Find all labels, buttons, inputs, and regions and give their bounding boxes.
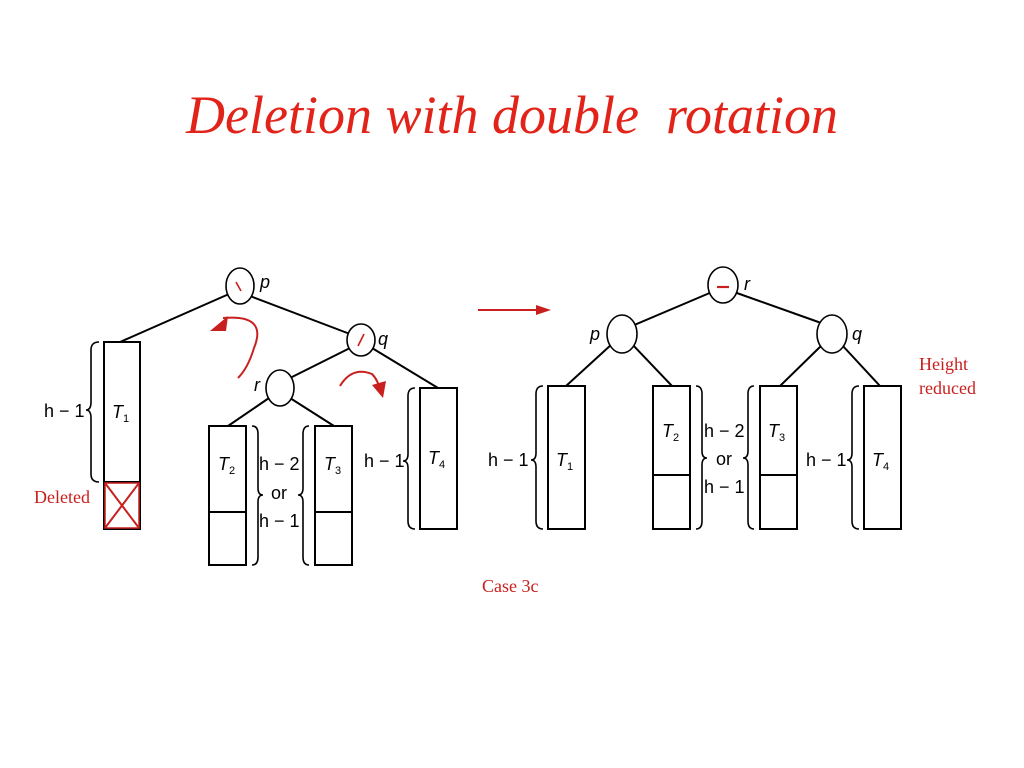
svg-text:T1: T1	[556, 450, 573, 473]
t4-height: h − 1	[364, 451, 405, 471]
edge-q-t3	[779, 344, 823, 387]
height-brace	[85, 341, 100, 483]
node-p-label: p	[589, 324, 600, 344]
edge-p-t2	[631, 343, 673, 387]
rotation-arrow-right	[339, 370, 386, 398]
t1-height: h − 1	[488, 450, 529, 470]
edge-p-t1	[565, 343, 613, 387]
t23-height-or: or	[716, 449, 732, 469]
edge-r-p	[631, 291, 713, 327]
edge-r-q	[733, 291, 825, 325]
node-q: q	[346, 323, 388, 357]
svg-text:T4: T4	[428, 448, 445, 471]
edge-p-t1	[119, 293, 230, 343]
svg-text:T2: T2	[218, 454, 235, 477]
t3-height-brace	[297, 425, 310, 566]
subtree-t1: T1 h − 1	[488, 385, 586, 530]
t1-label: T	[112, 402, 125, 422]
edge-r-t3	[289, 397, 335, 427]
svg-text:T1: T1	[112, 402, 129, 425]
subtree-t3: T3	[314, 425, 353, 566]
node-p: p	[589, 314, 638, 354]
t4-label: T	[872, 450, 885, 470]
t23-height-bottom: h − 1	[259, 511, 300, 531]
node-q-label: q	[378, 329, 388, 349]
t4-label: T	[428, 448, 441, 468]
subtree-t2: T2	[208, 425, 247, 566]
node-p-label: p	[259, 272, 270, 292]
node-q: q	[816, 314, 862, 354]
node-r: r	[707, 266, 751, 304]
height-reduced-line2: reduced	[919, 378, 976, 398]
svg-text:T2: T2	[662, 421, 679, 444]
t2-label: T	[218, 454, 231, 474]
t2-label: T	[662, 421, 675, 441]
deleted-label: Deleted	[34, 487, 90, 507]
svg-text:T3: T3	[768, 421, 785, 444]
edge-r-t2	[227, 397, 270, 427]
height-brace	[695, 385, 708, 530]
before-tree: p q r T1 h − 1 Deleted T2	[34, 267, 458, 566]
t23-height-top: h − 2	[704, 421, 745, 441]
edge-p-q	[249, 295, 351, 335]
edge-q-r	[289, 347, 351, 379]
t3-label: T	[768, 421, 781, 441]
svg-text:T4: T4	[872, 450, 889, 473]
node-q-label: q	[852, 324, 862, 344]
subtree-t3: T3	[742, 385, 798, 530]
subtree-t2: T2	[652, 385, 708, 530]
subtree-t1: T1 h − 1 Deleted	[34, 341, 141, 530]
t2-height-brace	[251, 425, 264, 566]
t4-height: h − 1	[806, 450, 847, 470]
height-brace	[846, 385, 860, 530]
rotation-arrow-left	[210, 316, 259, 379]
case-caption: Case 3c	[482, 576, 538, 596]
t23-height-top: h − 2	[259, 454, 300, 474]
slide-title: Deletion with double rotation	[186, 85, 838, 145]
t23-height-bottom: h − 1	[704, 477, 745, 497]
edge-q-t4	[371, 347, 439, 389]
svg-text:T3: T3	[324, 454, 341, 477]
t1-label: T	[556, 450, 569, 470]
height-brace	[742, 385, 755, 530]
node-r-label: r	[254, 375, 261, 395]
height-brace	[402, 387, 416, 530]
edge-q-t4	[841, 344, 881, 387]
transition-arrow	[478, 305, 551, 315]
balance-mark	[235, 281, 242, 292]
node-r-label: r	[744, 274, 751, 294]
balance-mark	[357, 333, 365, 347]
height-reduced-line1: Height	[919, 354, 968, 374]
node-p: p	[225, 267, 270, 305]
node-r: r	[254, 369, 295, 407]
t1-height: h − 1	[44, 401, 85, 421]
t3-label: T	[324, 454, 337, 474]
height-brace	[530, 385, 544, 530]
t23-height-or: or	[271, 483, 287, 503]
subtree-t4: T4 h − 1	[364, 387, 458, 530]
subtree-t4: T4 h − 1	[806, 385, 902, 530]
after-tree: r p q T1 h − 1 T2 T3	[488, 266, 976, 530]
